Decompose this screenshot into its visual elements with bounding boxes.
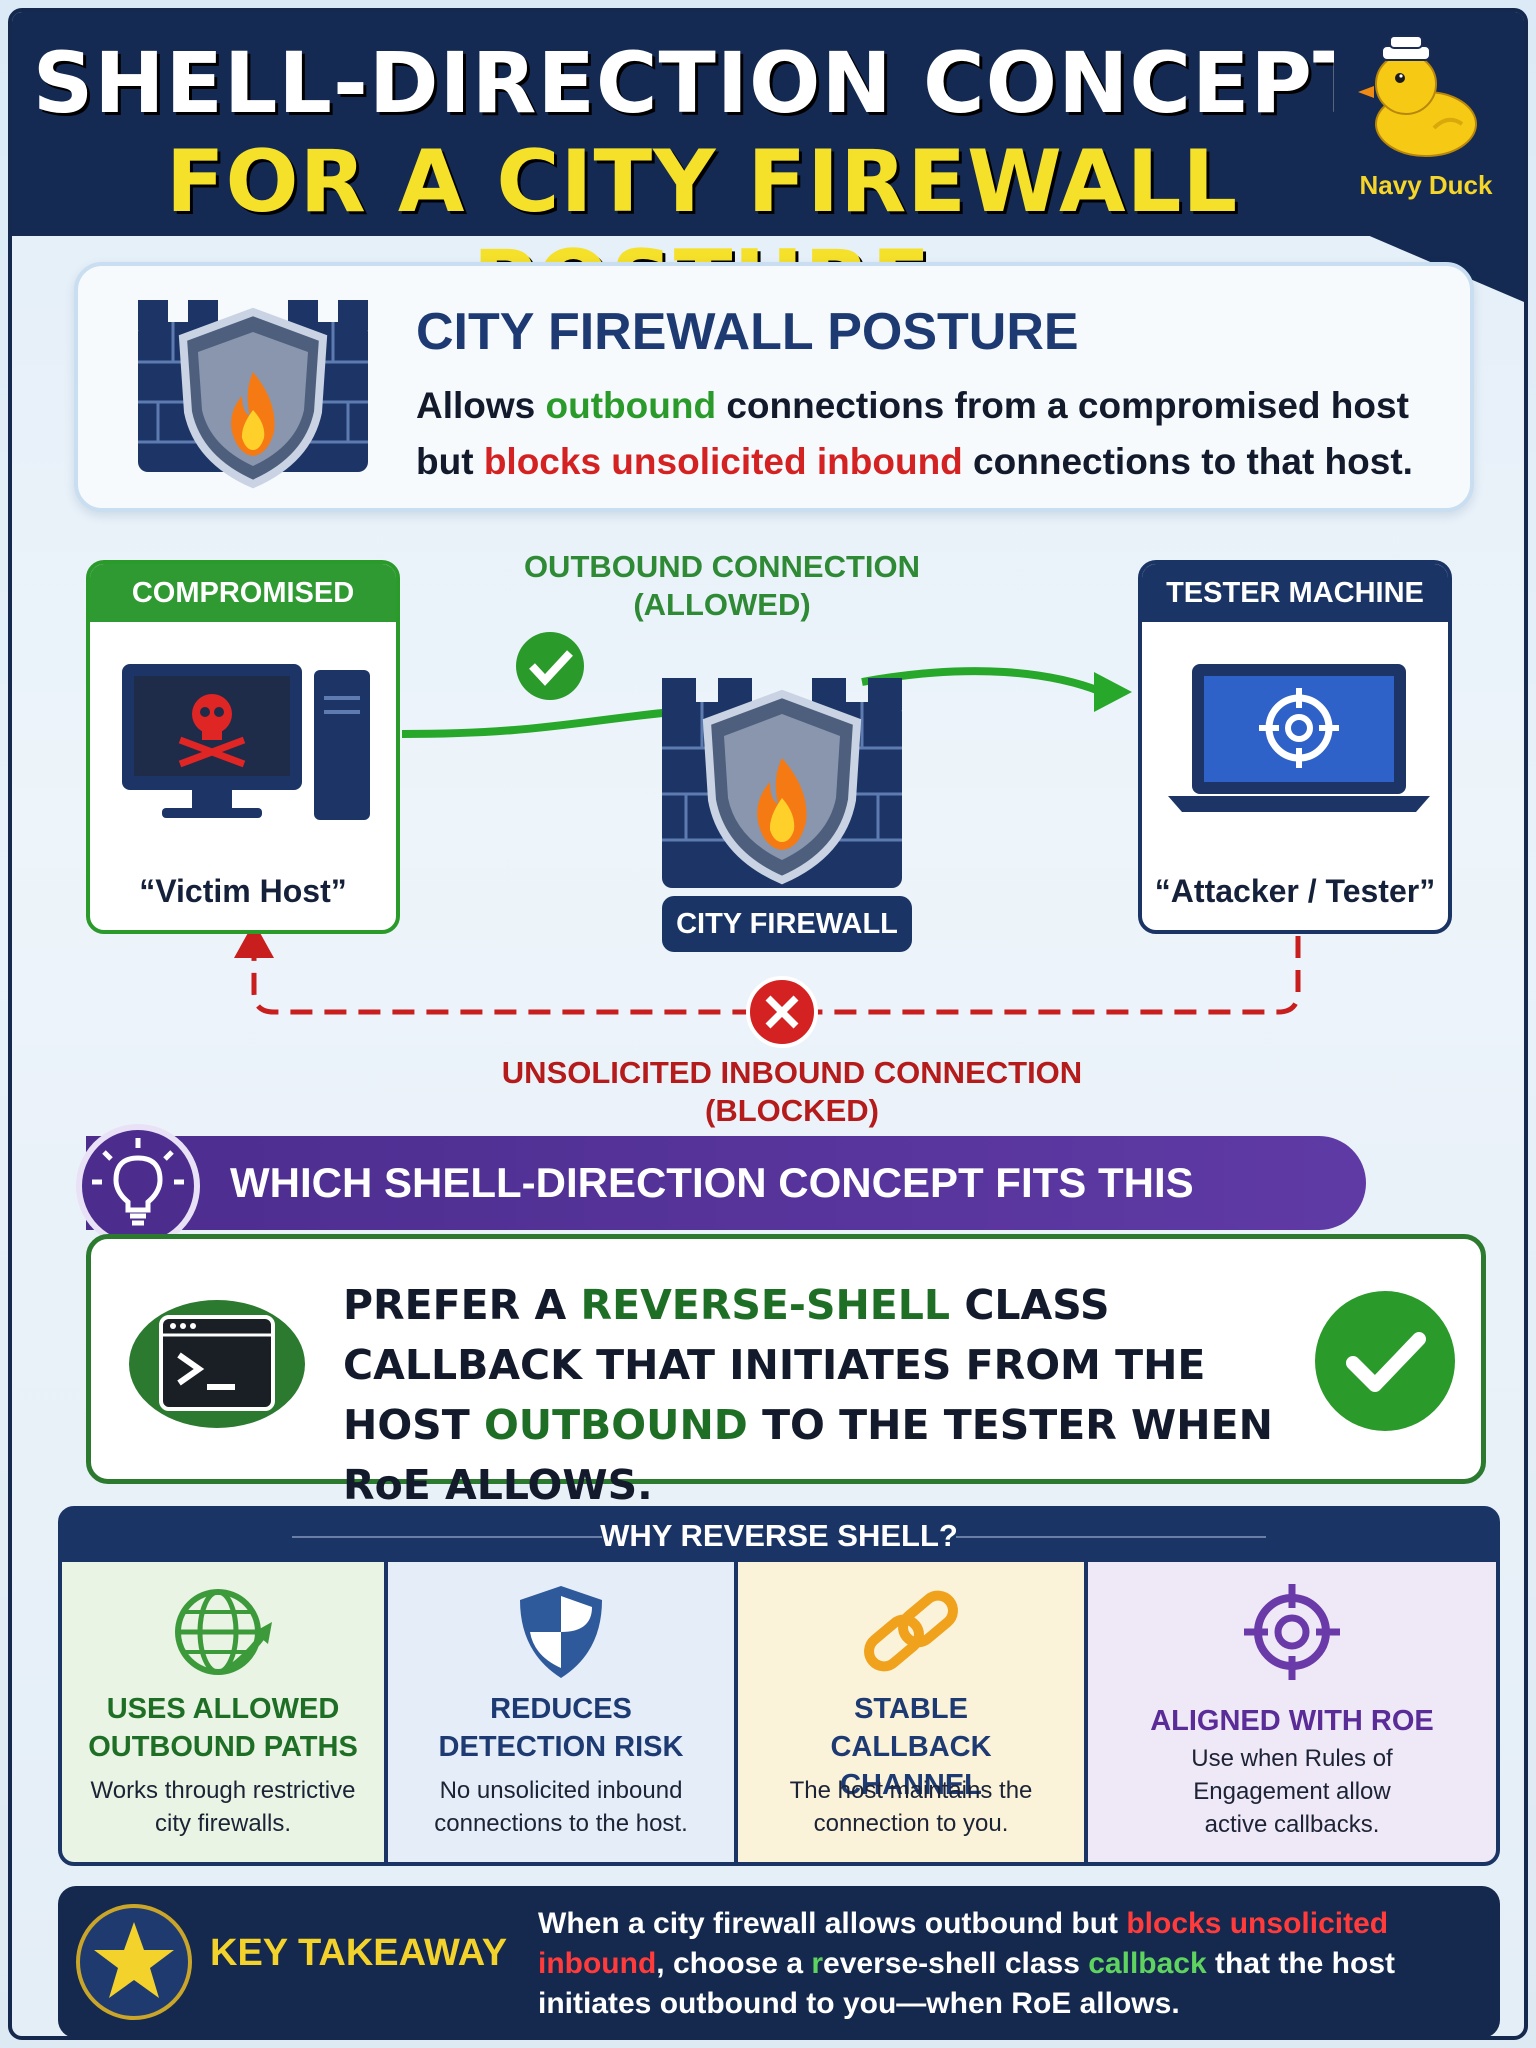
chain-link-icon [864, 1590, 958, 1672]
tester-machine-card: TESTER MACHINE “Attacker / Tester” [1138, 560, 1452, 934]
why-item-outbound-paths: USES ALLOWED OUTBOUND PATHS Works throug… [62, 1562, 384, 1862]
takeaway-text: When a city firewall allows outbound but… [538, 1907, 1395, 2020]
firewall-shield-icon [138, 300, 368, 489]
tester-label: “Attacker / Tester” [1154, 873, 1436, 909]
city-firewall-label: CITY FIREWALL [662, 896, 912, 952]
brand-name: Navy Duck [1359, 170, 1493, 200]
victim-host-label: “Victim Host” [139, 873, 347, 909]
why-reverse-shell-section: WHY REVERSE SHELL? USES ALLOWED OUTBOUND… [58, 1506, 1500, 1866]
why-desc: No unsolicited inbound connections to th… [434, 1777, 688, 1837]
star-badge [76, 1904, 192, 2020]
target-icon [1244, 1584, 1340, 1680]
why-title: STABLE CALLBACK CHANNEL [830, 1693, 992, 1801]
city-firewall-icon [662, 678, 902, 888]
infographic-frame: SHELL-DIRECTION CONCEPT FOR A CITY FIREW… [8, 8, 1528, 2040]
inbound-connection-label: UNSOLICITED INBOUND CONNECTION(BLOCKED) [501, 1055, 1083, 1128]
posture-description: Allows outbound connections from a compr… [416, 385, 1413, 482]
compromised-host-card: COMPROMISED HOST “Victim Host” [86, 560, 400, 934]
why-heading: WHY REVERSE SHELL? [62, 1510, 1496, 1562]
compromised-host-caption: COMPROMISED HOST [90, 564, 396, 667]
terminal-icon [129, 1300, 305, 1428]
why-title: REDUCES DETECTION RISK [438, 1693, 684, 1763]
duck-logo-icon [1358, 35, 1477, 157]
why-item-aligned-roe: ALIGNED WITH ROE Use when Rules of Engag… [1088, 1562, 1496, 1862]
answer-card: PREFER A REVERSE-SHELL CLASS CALLBACK TH… [86, 1234, 1486, 1509]
infected-computer-icon [122, 664, 370, 820]
brand-badge: Navy Duck [1334, 12, 1524, 302]
why-item-callback-channel: STABLE CALLBACK CHANNEL The host maintai… [738, 1562, 1084, 1862]
why-title: ALIGNED WITH ROE [1150, 1705, 1434, 1737]
question-banner: WHICH SHELL-DIRECTION CONCEPT FITS THIS … [86, 1136, 1366, 1300]
shield-icon [520, 1586, 602, 1678]
connection-arrows [234, 632, 1301, 1048]
why-desc: Works through restrictive city firewalls… [90, 1777, 356, 1837]
star-icon [94, 1922, 174, 1998]
globe-arrow-icon [175, 1589, 272, 1675]
tester-laptop-icon [1168, 664, 1430, 812]
lightbulb-badge [76, 1124, 200, 1248]
posture-title: CITY FIREWALL POSTURE [416, 303, 1079, 361]
why-desc: The host maintains the connection to you… [789, 1777, 1033, 1837]
answer-text: PREFER A REVERSE-SHELL CLASS CALLBACK TH… [343, 1281, 1273, 1509]
lightbulb-icon [92, 1138, 184, 1226]
title-line-1: SHELL-DIRECTION CONCEPT [32, 34, 1372, 132]
check-icon [1315, 1291, 1455, 1431]
takeaway-label: KEY TAKEAWAY [210, 1932, 508, 1974]
why-item-detection-risk: REDUCES DETECTION RISK No unsolicited in… [388, 1562, 734, 1862]
header-banner: SHELL-DIRECTION CONCEPT FOR A CITY FIREW… [12, 12, 1524, 332]
posture-card: CITY FIREWALL POSTURE Allows outbound co… [74, 262, 1474, 512]
why-desc: Use when Rules of Engagement allow activ… [1191, 1745, 1393, 1838]
tester-machine-caption: TESTER MACHINE [1142, 564, 1448, 622]
why-title: USES ALLOWED OUTBOUND PATHS [88, 1693, 358, 1763]
key-takeaway: KEY TAKEAWAY When a city firewall allows… [58, 1886, 1500, 2036]
outbound-connection-label: OUTBOUND CONNECTION(ALLOWED) [523, 549, 921, 622]
